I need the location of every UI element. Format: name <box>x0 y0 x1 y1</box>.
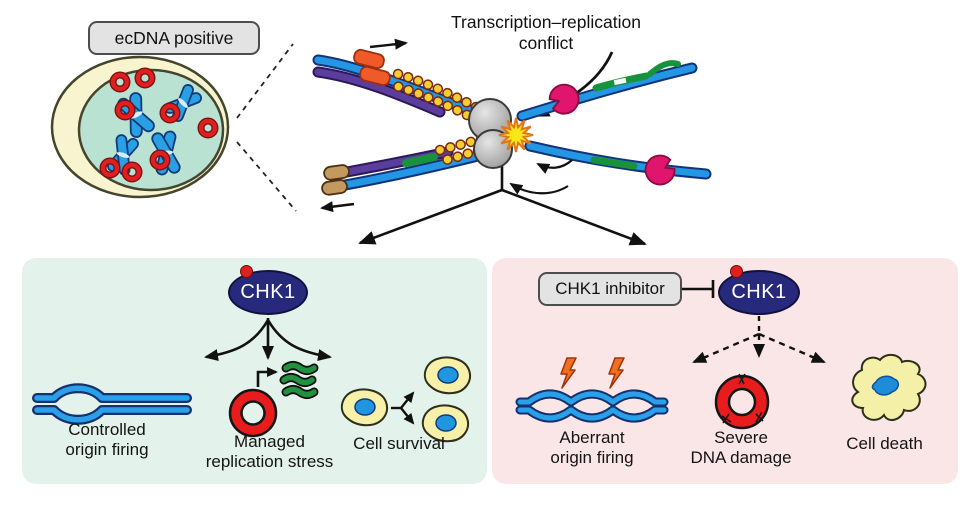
chk1-inhibitor-label: CHK1 inhibitor <box>555 279 665 298</box>
chk1-ellipse: CHK1 <box>718 270 800 315</box>
green-segment-lower-right <box>590 156 638 170</box>
arrow-to-left-panel <box>358 188 503 245</box>
outcome-label-cell-death: Cell death <box>846 434 923 453</box>
aberrant-origins-icon <box>515 357 669 423</box>
chk1-inhibitor-box: CHK1 inhibitor <box>538 272 682 306</box>
arrow-to-right-panel <box>501 188 647 246</box>
chk1-active-panel: CHK1 Controlled <box>22 258 487 484</box>
chk1-node: CHK1 <box>228 265 308 316</box>
fragmented-nucleus <box>871 375 900 396</box>
transcription-direction-arrow <box>369 38 408 50</box>
transcript-squiggles-icon <box>279 361 319 399</box>
conflict-title-line1: Transcription–replication <box>451 12 641 32</box>
label-tag <box>613 77 627 86</box>
phospho-dot-icon <box>730 265 743 278</box>
outcome-label-managed-replication-stress: Managed replication stress <box>205 432 334 472</box>
outcome-label-cell-survival: Cell survival <box>353 434 445 453</box>
phospho-dot-icon <box>240 265 253 278</box>
outcome-label-severe-dna-damage: Severe DNA damage <box>690 428 792 468</box>
inhibition-bar <box>682 280 715 298</box>
chk1-branch-arrows <box>204 318 332 361</box>
conflict-title: Transcription–replication conflict <box>428 12 664 55</box>
chk1-inhibited-panel: CHK1 inhibitor CHK1 <box>492 258 958 484</box>
telomere-caps <box>321 164 350 196</box>
chk1-label: CHK1 <box>240 281 296 303</box>
promoter-arrow <box>256 367 278 387</box>
origin-bubble-icon <box>32 383 192 425</box>
polymerase-magenta-lower <box>644 154 676 186</box>
mother-cell <box>340 388 388 427</box>
ecdna-positive-label: ecDNA positive <box>114 27 234 48</box>
ecdna-positive-label-box: ecDNA positive <box>88 21 260 55</box>
replication-fork-icon <box>312 38 712 213</box>
chk1-label: CHK1 <box>731 281 787 303</box>
replisome <box>468 98 513 169</box>
lower-left-branch <box>320 132 494 213</box>
damaged-ecdna-ring-icon <box>714 373 770 430</box>
cell-survival-icon <box>340 356 471 443</box>
outcome-label-aberrant-origin-firing: Aberrant origin firing <box>550 428 634 468</box>
conflict-starburst-icon <box>498 117 534 153</box>
upper-left-branch <box>312 38 482 123</box>
ecdna-transcription-icon <box>228 361 319 438</box>
green-segment-lower <box>402 153 438 167</box>
magnify-dashed-line-bottom <box>236 141 297 212</box>
ecdna-rings <box>99 67 219 183</box>
daughter-cell-1 <box>423 356 471 395</box>
rna-polymerase-orange <box>353 48 391 87</box>
outcome-label-controlled-origin-firing: Controlled origin firing <box>65 420 149 460</box>
replication-direction-arrow <box>320 201 355 213</box>
chk1-ellipse: CHK1 <box>228 270 308 315</box>
chk1-node-inhibited: CHK1 <box>718 265 800 316</box>
fork-curved-arrow-1 <box>536 159 573 174</box>
fork-curved-arrow-2 <box>509 182 569 195</box>
dna-break-marks <box>721 373 764 424</box>
ecdna-positive-cell-icon <box>50 55 230 199</box>
dashed-branch-arrows <box>692 316 826 364</box>
nucleosome-beads-upper <box>387 68 482 123</box>
nascent-rna-tail <box>647 60 681 77</box>
daughter-cell-2 <box>421 404 469 443</box>
lower-right-branch <box>524 140 712 186</box>
upper-right-branch <box>516 60 698 122</box>
magnify-dashed-line-top <box>236 43 294 119</box>
apoptotic-cell-icon <box>851 354 927 422</box>
conflict-title-line2: conflict <box>518 33 574 54</box>
lightning-bolt-icon <box>560 357 625 389</box>
polymerase-magenta-upper <box>548 83 580 115</box>
